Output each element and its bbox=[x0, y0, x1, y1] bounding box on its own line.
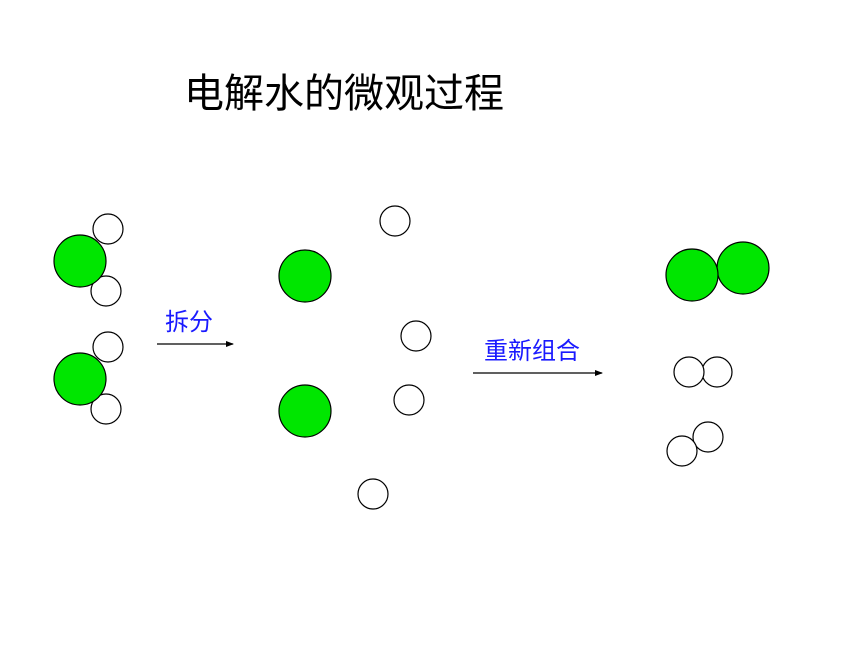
oxygen-atom bbox=[278, 249, 332, 303]
hydrogen-atom bbox=[393, 384, 425, 416]
hydrogen-atom bbox=[92, 331, 124, 363]
hydrogen-atom bbox=[673, 356, 705, 388]
oxygen-atom bbox=[53, 234, 107, 288]
hydrogen-atom bbox=[357, 478, 389, 510]
hydrogen-atom bbox=[692, 421, 724, 453]
stage-product-molecules bbox=[665, 241, 770, 467]
hydrogen-atom bbox=[379, 205, 411, 237]
oxygen-atom bbox=[665, 248, 719, 302]
hydrogen-atom bbox=[701, 356, 733, 388]
hydrogen-atom bbox=[90, 275, 122, 307]
oxygen-atom bbox=[716, 241, 770, 295]
hydrogen-atom bbox=[92, 213, 124, 245]
recombine-label: 重新组合 bbox=[484, 337, 580, 365]
oxygen-atom bbox=[278, 384, 332, 438]
page-title: 电解水的微观过程 bbox=[184, 71, 504, 117]
oxygen-atom bbox=[53, 352, 107, 406]
hydrogen-atom bbox=[666, 435, 698, 467]
stage-water-molecules bbox=[53, 213, 124, 425]
hydrogen-atom bbox=[400, 320, 432, 352]
split-label: 拆分 bbox=[165, 308, 213, 336]
stage-separated-atoms bbox=[278, 205, 432, 510]
hydrogen-atom bbox=[90, 393, 122, 425]
